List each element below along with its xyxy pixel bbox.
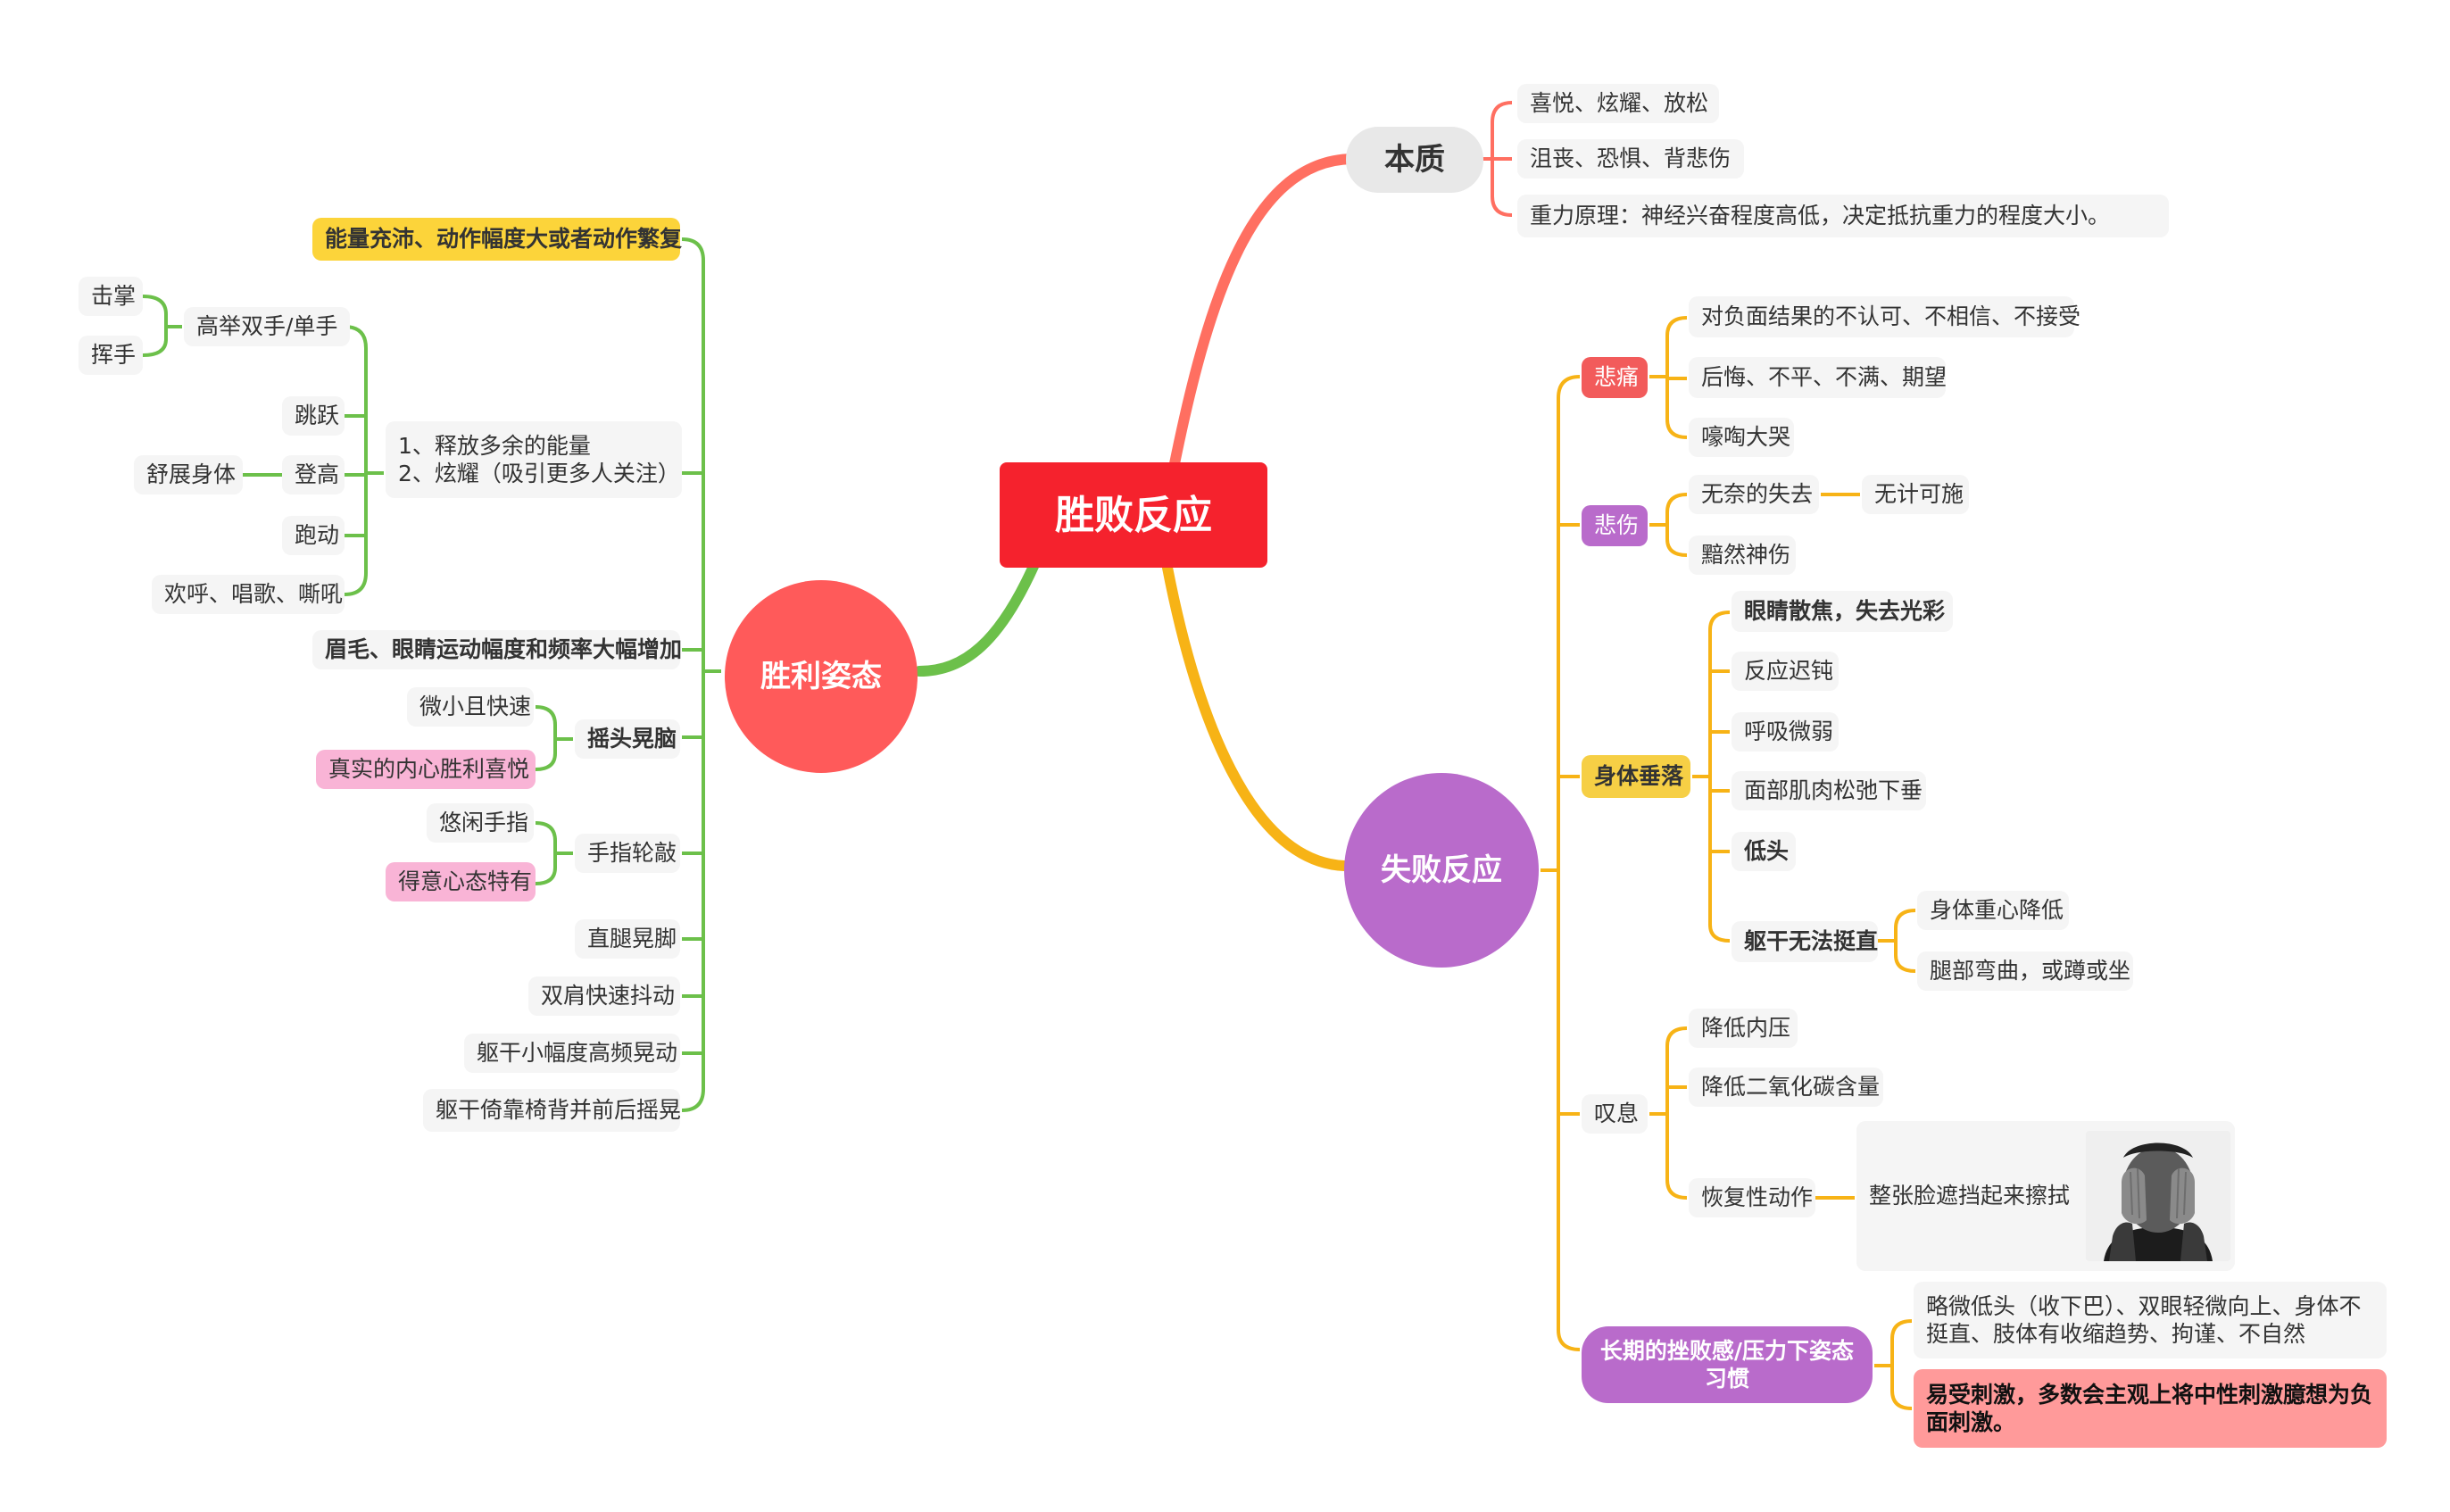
victory-finger-tap[interactable]: 手指轮敲 — [575, 834, 680, 873]
victory-leisure-finger[interactable]: 悠闲手指 — [427, 803, 534, 843]
covered-face-photo — [2086, 1131, 2231, 1261]
victory-true-joy[interactable]: 真实的内心胜利喜悦 — [316, 750, 536, 789]
victory-climb[interactable]: 登高 — [282, 455, 345, 494]
droop-item-1[interactable]: 眼睛散焦，失去光彩 — [1732, 591, 1953, 632]
link-root-defeat — [1162, 562, 1350, 871]
sorrow-helpless[interactable]: 无奈的失去 — [1689, 475, 1819, 514]
essence-item-3[interactable]: 重力原理：神经兴奋程度高低，决定抵抗重力的程度大小。 — [1517, 195, 2169, 237]
droop-item-4[interactable]: 面部肌肉松弛下垂 — [1732, 771, 1926, 810]
defeat-sigh[interactable]: 叹息 — [1582, 1094, 1648, 1134]
trunk-item-1[interactable]: 身体重心降低 — [1917, 891, 2069, 930]
victory-energy[interactable]: 能量充沛、动作幅度大或者动作繁复 — [312, 218, 682, 261]
droop-item-6[interactable]: 躯干无法挺直 — [1732, 921, 1878, 962]
cover-face-label: 整张脸遮挡起来擦拭 — [1869, 1183, 2071, 1209]
defeat-long-term[interactable]: 长期的挫败感/压力下姿态习惯 — [1582, 1326, 1873, 1403]
victory-cheer[interactable]: 欢呼、唱歌、嘶吼 — [152, 575, 345, 614]
link-root-victory — [914, 557, 1041, 677]
essence-item-2[interactable]: 沮丧、恐惧、背悲伤 — [1517, 139, 1744, 179]
sorrow-gloomy[interactable]: 黯然神伤 — [1689, 536, 1796, 575]
victory-eyebrows[interactable]: 眉毛、眼睛运动幅度和频率大幅增加 — [312, 630, 682, 669]
victory-clap[interactable]: 击掌 — [79, 277, 143, 316]
victory-raise-hands[interactable]: 高举双手/单手 — [184, 307, 350, 346]
victory-purpose-line-2: 2、炫耀（吸引更多人关注） — [398, 461, 680, 486]
victory-torso-small[interactable]: 躯干小幅度高频晃动 — [464, 1034, 680, 1073]
link-root-essence — [1162, 154, 1358, 505]
droop-item-5[interactable]: 低头 — [1732, 832, 1796, 871]
trunk-item-2[interactable]: 腿部弯曲，或蹲或坐 — [1917, 951, 2133, 991]
victory-shoulder[interactable]: 双肩快速抖动 — [528, 976, 680, 1016]
long-term-item-2[interactable]: 易受刺激，多数会主观上将中性刺激臆想为负面刺激。 — [1914, 1369, 2387, 1448]
sigh-cover-face[interactable]: 整张脸遮挡起来擦拭 — [1856, 1121, 2235, 1271]
grief-item-3[interactable]: 嚎啕大哭 — [1689, 418, 1794, 457]
victory-purpose-line-1: 1、释放多余的能量 — [398, 432, 591, 459]
grief-item-1[interactable]: 对负面结果的不认可、不相信、不接受 — [1689, 296, 2080, 337]
defeat-droop[interactable]: 身体垂落 — [1582, 755, 1690, 798]
victory-stretch[interactable]: 舒展身体 — [134, 455, 243, 494]
topic-essence[interactable]: 本质 — [1346, 127, 1483, 193]
victory-small-fast[interactable]: 微小且快速 — [407, 687, 534, 727]
topic-defeat[interactable]: 失败反应 — [1344, 773, 1539, 968]
grief-item-2[interactable]: 后悔、不平、不满、期望 — [1689, 357, 1947, 398]
victory-purpose[interactable]: 1、释放多余的能量 2、炫耀（吸引更多人关注） — [386, 421, 682, 498]
victory-smug[interactable]: 得意心态特有 — [386, 862, 536, 901]
victory-jump[interactable]: 跳跃 — [282, 396, 345, 436]
long-term-item-1[interactable]: 略微低头（收下巴）、双眼轻微向上、身体不挺直、肢体有收缩趋势、拘谨、不自然 — [1914, 1282, 2387, 1358]
victory-leg-shake[interactable]: 直腿晃脚 — [575, 919, 680, 959]
sigh-item-3[interactable]: 恢复性动作 — [1689, 1178, 1815, 1217]
defeat-grief[interactable]: 悲痛 — [1582, 357, 1648, 398]
sigh-item-1[interactable]: 降低内压 — [1689, 1009, 1798, 1048]
victory-chair-rock[interactable]: 躯干倚靠椅背并前后摇晃 — [423, 1089, 681, 1132]
sorrow-no-way[interactable]: 无计可施 — [1862, 475, 1969, 514]
sigh-item-2[interactable]: 降低二氧化碳含量 — [1689, 1068, 1883, 1107]
victory-head-shake[interactable]: 摇头晃脑 — [575, 719, 680, 759]
droop-item-3[interactable]: 呼吸微弱 — [1732, 712, 1839, 752]
root-topic[interactable]: 胜败反应 — [1000, 462, 1267, 568]
defeat-sorrow[interactable]: 悲伤 — [1582, 505, 1648, 546]
essence-item-1[interactable]: 喜悦、炫耀、放松 — [1517, 84, 1719, 123]
victory-run[interactable]: 跑动 — [282, 516, 345, 555]
topic-victory[interactable]: 胜利姿态 — [725, 580, 918, 773]
droop-item-2[interactable]: 反应迟钝 — [1732, 652, 1839, 691]
victory-wave[interactable]: 挥手 — [79, 336, 143, 375]
